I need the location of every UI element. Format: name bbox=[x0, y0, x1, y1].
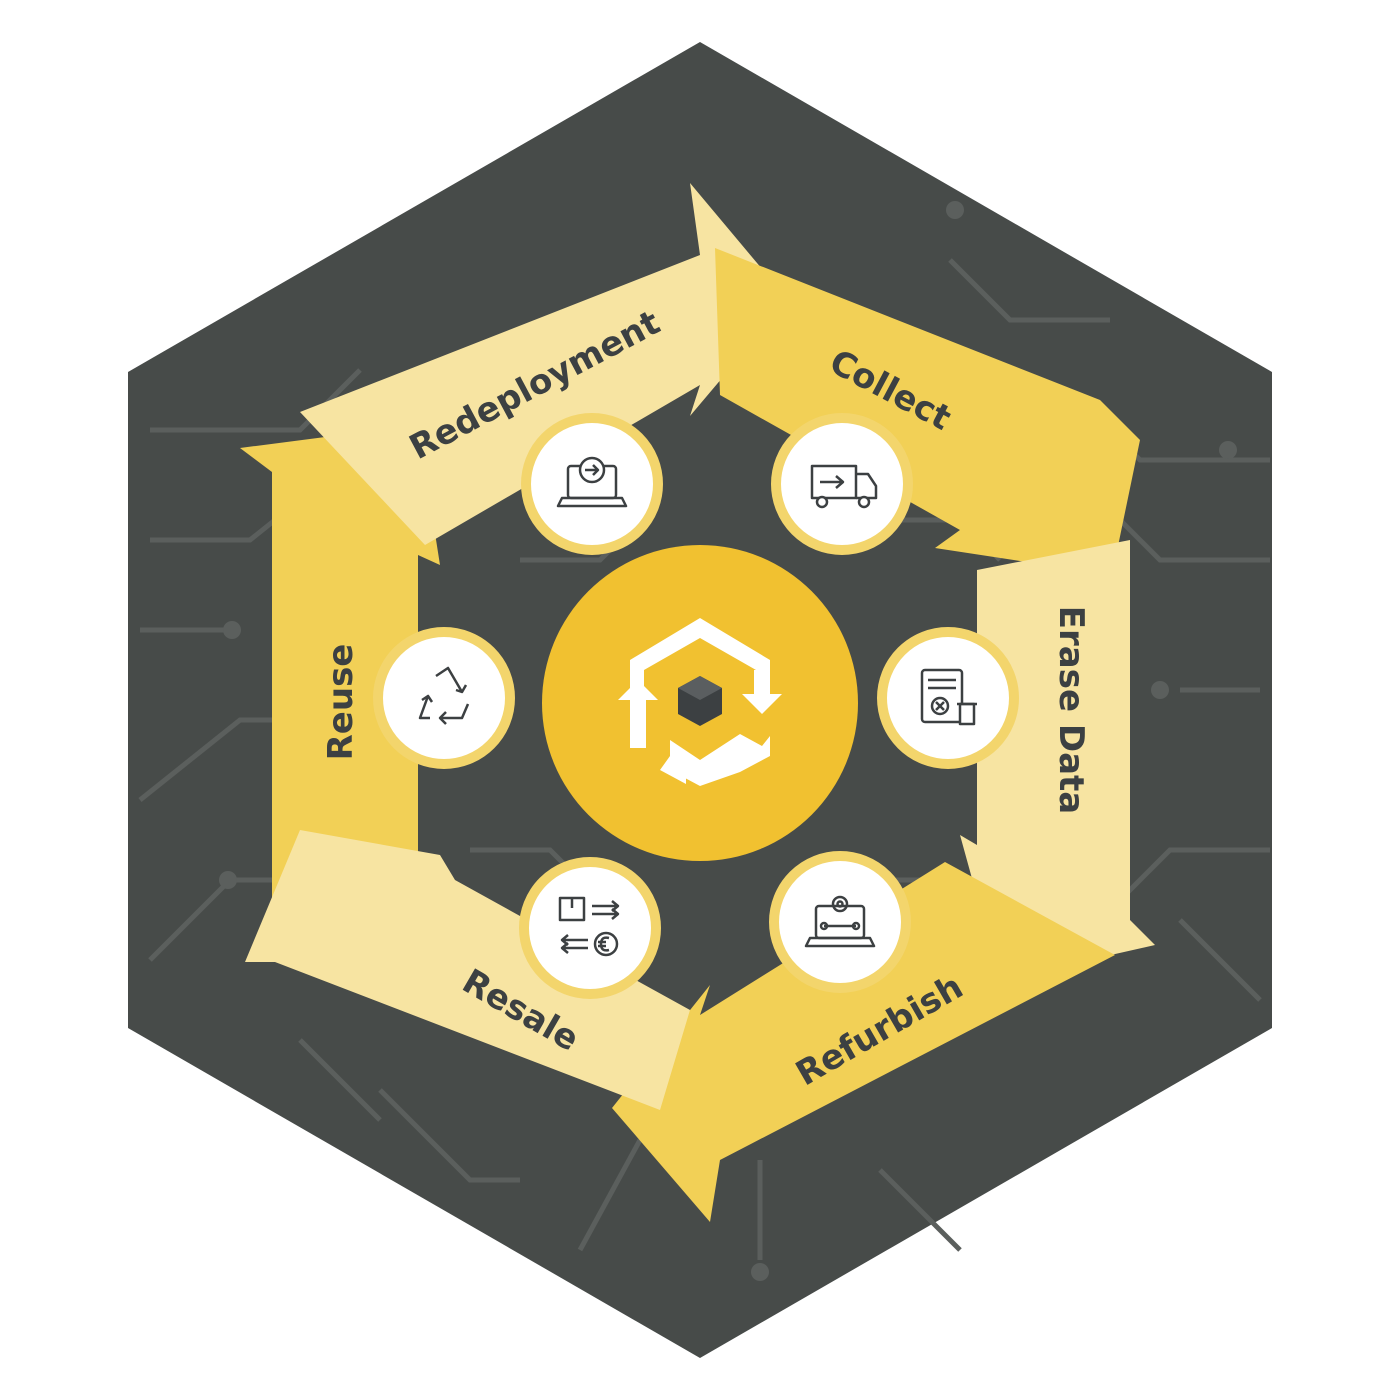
erase-data-icon-badge bbox=[877, 627, 1019, 769]
laptop-deploy-icon bbox=[556, 456, 628, 508]
box-exchange-euro-icon bbox=[558, 896, 620, 957]
circuit-traces bbox=[138, 201, 1270, 1281]
resale-arrow bbox=[245, 830, 690, 1110]
refurbish-arrow bbox=[612, 862, 1115, 1222]
refurbish-icon-badge bbox=[769, 851, 911, 993]
resale-icon-badge bbox=[519, 857, 661, 999]
recycle-icon bbox=[418, 666, 470, 725]
reuse-icon-badge bbox=[373, 627, 515, 769]
collect-icon-badge bbox=[771, 413, 913, 555]
stage-label-reuse: Reuse bbox=[321, 644, 361, 761]
data-erase-icon bbox=[920, 668, 977, 726]
stage-label-erase-data: Erase Data bbox=[1051, 606, 1091, 814]
redeployment-icon-badge bbox=[521, 413, 663, 555]
delivery-truck-icon bbox=[810, 464, 878, 509]
redeployment-arrow bbox=[300, 183, 788, 545]
collect-arrow bbox=[715, 248, 1140, 575]
erase-data-arrow bbox=[960, 540, 1155, 980]
laptop-repair-icon bbox=[804, 895, 876, 948]
reuse-arrow bbox=[240, 425, 440, 952]
recycling-logo-icon bbox=[618, 618, 782, 786]
